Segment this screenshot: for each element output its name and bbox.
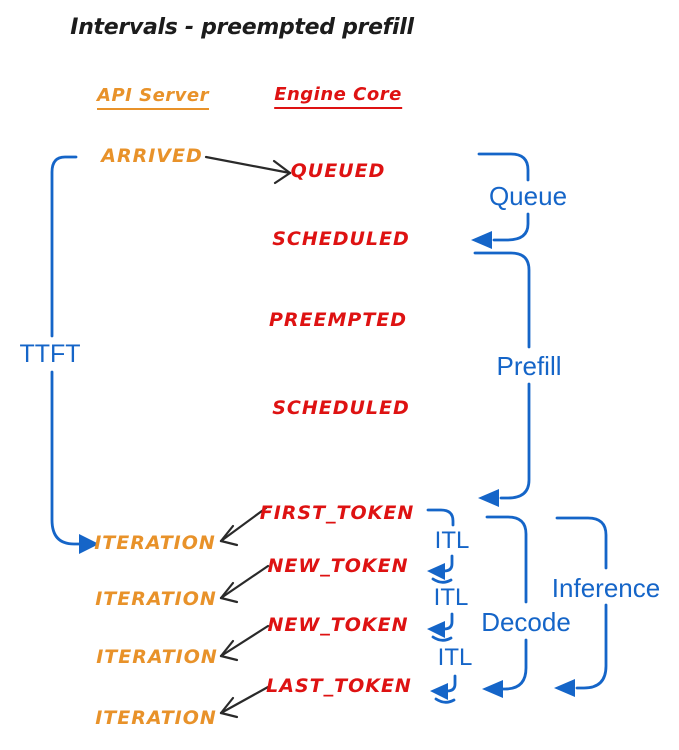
column-header-engine-core: Engine Core bbox=[274, 85, 402, 109]
interval-label-itl-1: ITL bbox=[434, 527, 470, 554]
arrow-arrived-to-queued bbox=[204, 155, 292, 185]
arrow-first-token-to-iteration bbox=[219, 506, 268, 547]
event-scheduled-1: SCHEDULED bbox=[272, 228, 410, 250]
event-last-token: LAST_TOKEN bbox=[266, 675, 412, 697]
itl-arrowhead-3 bbox=[430, 683, 448, 700]
arrow-last-token-to-iteration bbox=[219, 685, 270, 719]
event-iteration-1: ITERATION bbox=[94, 532, 216, 554]
event-arrived: ARRIVED bbox=[101, 145, 203, 167]
event-queued: QUEUED bbox=[290, 160, 386, 182]
inference-bracket bbox=[555, 516, 608, 690]
interval-label-itl-2: ITL bbox=[433, 584, 469, 611]
itl-arrowhead-2 bbox=[427, 621, 445, 638]
event-first-token: FIRST_TOKEN bbox=[259, 502, 415, 524]
prefill-bracket bbox=[473, 251, 531, 500]
ttft-bracket bbox=[50, 155, 84, 546]
inference-arrowhead bbox=[554, 679, 575, 697]
prefill-arrowhead bbox=[478, 489, 499, 507]
arrow-new-token-2-to-iteration bbox=[219, 624, 270, 662]
column-header-api-server: API Server bbox=[97, 86, 209, 110]
queue-bracket bbox=[477, 152, 530, 242]
event-iteration-3: ITERATION bbox=[96, 646, 218, 668]
event-new-token-1: NEW_TOKEN bbox=[267, 555, 409, 577]
decode-arrowhead bbox=[482, 680, 503, 698]
event-iteration-2: ITERATION bbox=[95, 588, 217, 610]
event-new-token-2: NEW_TOKEN bbox=[267, 614, 409, 636]
interval-label-ttft: TTFT bbox=[19, 340, 81, 368]
decode-bracket bbox=[485, 515, 528, 691]
event-scheduled-2: SCHEDULED bbox=[272, 397, 410, 419]
ttft-arrowhead bbox=[79, 534, 99, 554]
event-preempted: PREEMPTED bbox=[268, 309, 408, 331]
event-iteration-4: ITERATION bbox=[95, 707, 217, 729]
arrow-new-token-to-iteration bbox=[219, 564, 270, 604]
interval-label-decode: Decode bbox=[481, 607, 571, 637]
itl-arrowhead-1 bbox=[427, 563, 445, 580]
queue-arrowhead bbox=[471, 231, 492, 249]
interval-label-prefill: Prefill bbox=[496, 351, 562, 381]
interval-label-itl-3: ITL bbox=[437, 644, 473, 671]
interval-label-queue: Queue bbox=[488, 181, 568, 211]
interval-label-inference: Inference bbox=[551, 573, 661, 603]
diagram-title: Intervals - preempted prefill bbox=[70, 15, 414, 40]
